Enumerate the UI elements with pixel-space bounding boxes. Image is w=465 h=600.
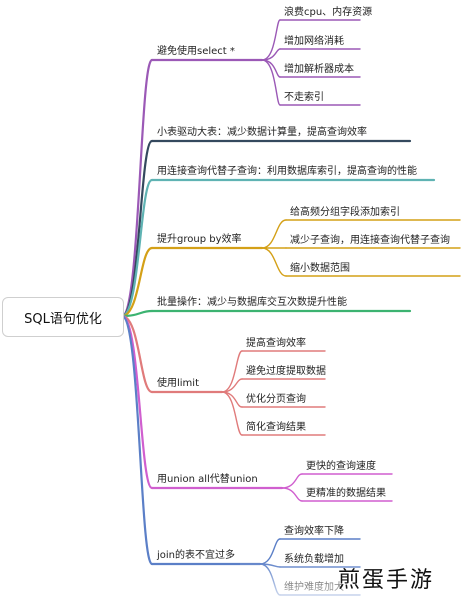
leaf-link	[261, 247, 287, 277]
branch-link	[120, 246, 154, 318]
leaf-node: 提高查询效率	[246, 338, 306, 349]
leaf-link	[221, 350, 243, 393]
branch-link	[120, 178, 154, 318]
branch-node: 提升group by效率	[157, 234, 242, 245]
leaf-link	[261, 59, 281, 106]
leaf-node: 增加网络消耗	[284, 36, 344, 47]
leaf-node: 避免过度提取数据	[246, 366, 326, 377]
branch-link	[120, 314, 154, 394]
leaf-link	[281, 473, 303, 489]
root-node: SQL语句优化	[2, 297, 124, 337]
watermark-logo: 煎蛋手游	[338, 568, 435, 593]
leaf-node: 增加解析器成本	[284, 64, 354, 75]
leaf-node: 简化查询结果	[246, 422, 306, 433]
branch-link	[120, 314, 154, 566]
branch-node: 用union all代替union	[157, 474, 258, 485]
leaf-node: 浪费cpu、内存资源	[284, 7, 373, 18]
leaf-node: 系统负载增加	[284, 553, 344, 566]
bottom-fade	[240, 560, 465, 600]
leaf-node: 不走索引	[284, 92, 324, 103]
branch-link	[120, 309, 154, 318]
branch-node: 避免使用select *	[157, 46, 235, 57]
branch-link	[120, 58, 154, 318]
leaf-node: 减少子查询，用连接查询代替子查询	[290, 235, 450, 246]
branch-node: 使用limit	[157, 378, 199, 389]
leaf-node: 查询效率下降	[284, 526, 344, 537]
leaf-link	[221, 391, 243, 436]
leaf-node: 更快的查询速度	[306, 461, 376, 472]
leaf-node: 给高频分组字段添加索引	[290, 207, 400, 218]
root-label: SQL语句优化	[24, 311, 102, 327]
leaf-node: 更精准的数据结果	[306, 488, 386, 499]
branch-node: 小表驱动大表：减少数据计算量，提高查询效率	[157, 127, 367, 138]
branch-node: 用连接查询代替子查询：利用数据库索引，提高查询的性能	[157, 166, 417, 177]
branch-node: 批量操作：减少与数据库交互次数提升性能	[157, 297, 347, 308]
leaf-node: 缩小数据范围	[290, 263, 350, 274]
leaf-link	[281, 487, 303, 502]
branch-node: join的表不宜过多	[157, 550, 236, 561]
leaf-node: 优化分页查询	[246, 394, 306, 405]
leaf-link	[261, 219, 287, 249]
leaf-link	[261, 19, 281, 61]
